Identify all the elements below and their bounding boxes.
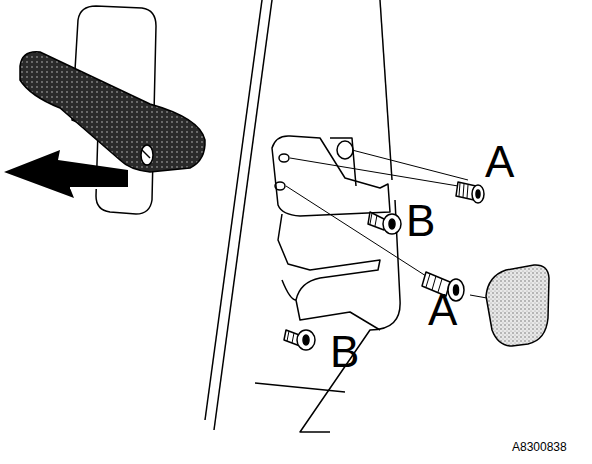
callout-letter: B xyxy=(406,199,435,243)
figure-code: A8300838 xyxy=(512,441,567,453)
callout-letter: A xyxy=(428,288,457,332)
callout-letter: A xyxy=(485,140,514,184)
callout-letter: B xyxy=(330,330,359,374)
